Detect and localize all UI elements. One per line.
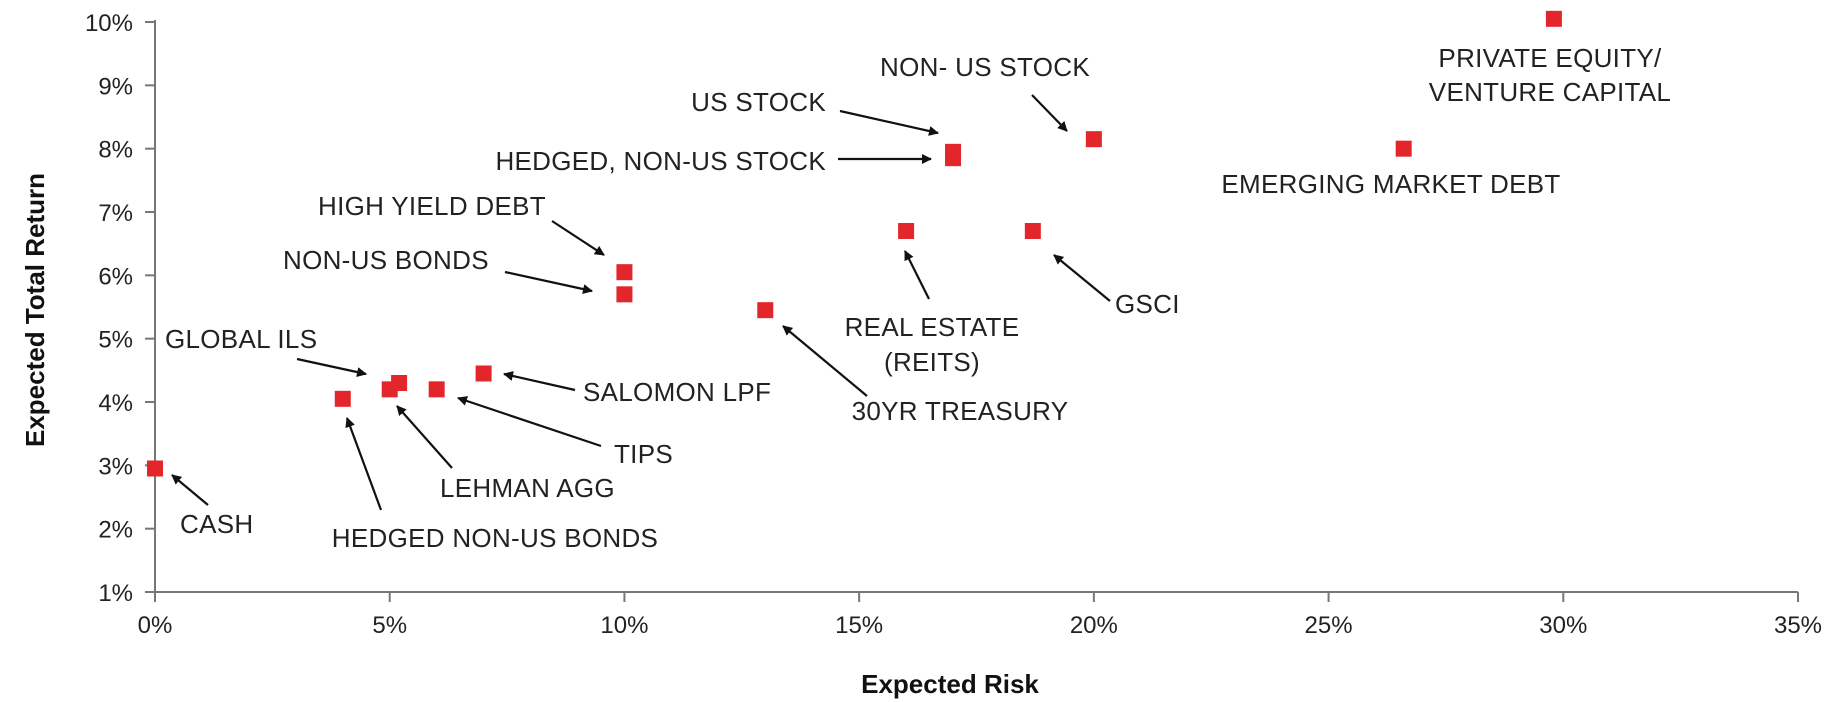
data-point [334,390,351,407]
data-point [475,365,492,382]
data-point [1085,131,1102,148]
x-tick-label: 25% [1305,612,1353,639]
point-label: NON- US STOCK [880,52,1090,82]
point-label: EMERGING MARKET DEBT [1221,169,1560,199]
y-tick-label: 1% [98,580,133,607]
data-point [616,286,633,303]
data-point [1024,223,1041,239]
x-tick-label: 5% [372,612,407,639]
y-tick-label: 8% [98,137,133,164]
data-point [391,375,408,391]
annotation-arrow [782,325,868,397]
annotation-arrow [551,220,605,256]
data-point [428,381,445,398]
annotation-arrow [504,270,593,294]
axes [154,20,1798,593]
point-label: REAL ESTATE [845,312,1020,342]
tick-labels: 0% 5% 10% 15% 20% 25% 30% 35% 1% 2% 3% 4% 5% 6% 7% 8% 9%… [85,10,1822,639]
point-label: TIPS [614,439,673,469]
y-tick-label: 2% [98,517,133,544]
annotation-arrow [296,357,367,377]
x-tick-label: 15% [835,612,883,639]
annotation-arrow [1031,94,1068,132]
annotation-arrow [396,405,453,469]
point-label: GSCI [1115,289,1180,319]
data-point [616,264,633,281]
annotation-arrow [1053,254,1111,302]
y-tick-label: 10% [85,10,133,37]
data-point [147,460,163,477]
annotation-arrow [171,474,209,506]
point-label: US STOCK [691,87,826,117]
annotation-arrow [839,109,939,136]
x-tick-label: 35% [1774,612,1822,639]
point-label: CASH [180,509,253,539]
point-label: PRIVATE EQUITY/ [1438,43,1662,73]
point-label: HEDGED, NON-US STOCK [495,146,826,176]
y-tick-label: 3% [98,453,133,480]
y-tick-label: 7% [98,200,133,227]
point-label: 30YR TREASURY [852,396,1069,426]
annotation-arrow [345,417,383,511]
point-label: GLOBAL ILS [165,324,317,354]
annotation-arrow [904,250,930,300]
point-label: SALOMON LPF [583,377,771,407]
annotation-arrow [503,371,576,392]
data-point [898,223,915,239]
point-label: HIGH YIELD DEBT [318,191,546,221]
point-label: VENTURE CAPITAL [1429,77,1671,107]
y-tick-label: 5% [98,327,133,354]
data-point [1545,10,1562,27]
annotations: CASH HEDGED NON-US BONDS GLOBAL ILS LEHMAN … [165,43,1671,553]
x-tick-label: 30% [1539,612,1587,639]
data-point [757,302,774,319]
y-tick-label: 4% [98,390,133,417]
x-tick-label: 20% [1070,612,1118,639]
x-tick-label: 0% [138,612,173,639]
data-point [1395,140,1412,157]
data-points [147,10,1562,477]
annotation-arrow [457,396,602,448]
point-label: LEHMAN AGG [440,473,615,503]
y-tick-label: 6% [98,263,133,290]
point-label: NON-US BONDS [283,245,489,275]
x-tick-label: 10% [600,612,648,639]
point-label: HEDGED NON-US BONDS [332,523,658,553]
point-label: (REITS) [884,347,980,377]
y-axis-title: Expected Total Return [20,173,50,447]
y-tick-label: 9% [98,73,133,100]
data-point [945,143,962,160]
x-axis-title: Expected Risk [861,669,1039,699]
